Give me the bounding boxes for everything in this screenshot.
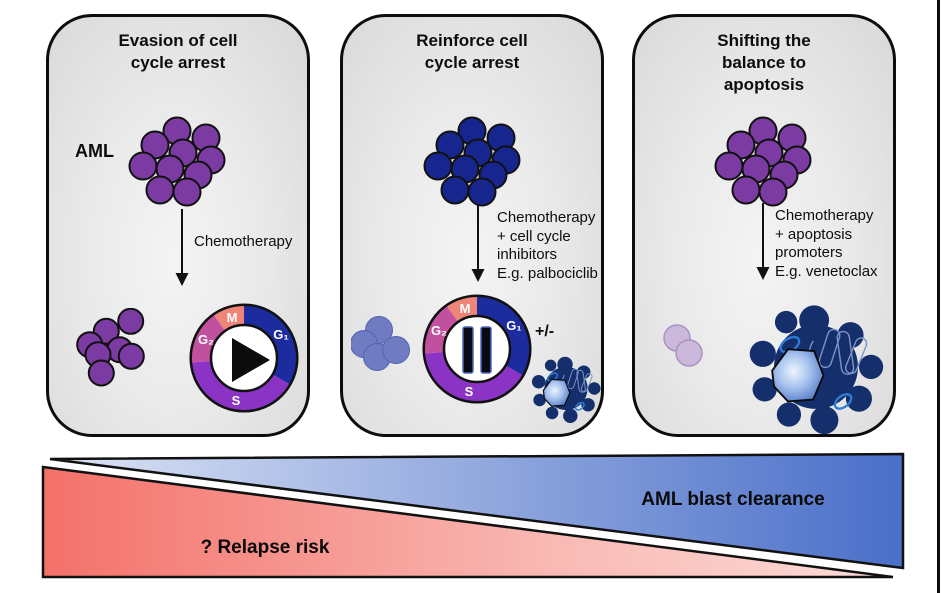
- panel-apoptosis: Shifting the balance to apoptosis Chemot…: [632, 14, 896, 437]
- aml-cell-cluster-navy: [423, 116, 521, 207]
- treatment-line: inhibitors: [497, 246, 558, 263]
- g2-label: G₂: [198, 332, 214, 347]
- down-arrow-icon: [175, 209, 189, 286]
- s-label: S: [232, 393, 241, 408]
- m-label: M: [227, 310, 238, 325]
- g1-label: G₁: [273, 327, 289, 342]
- treatment-line: Chemotherapy: [775, 207, 874, 224]
- pause-icon: [462, 326, 492, 374]
- down-arrow-icon: [756, 203, 770, 280]
- organelle: [575, 401, 585, 411]
- relapse-risk-wedge: [41, 465, 894, 579]
- treatment-line: + apoptosis: [775, 225, 853, 243]
- treatment-label: Chemotherapy + cell cycle inhibitors E.g…: [497, 209, 598, 283]
- title-line: apoptosis: [723, 75, 805, 94]
- panel-title: Reinforce cell cycle arrest: [343, 30, 601, 74]
- g1-label: G₁: [506, 318, 522, 333]
- title-line: cycle arrest: [130, 53, 226, 72]
- aml-cell-cluster-purple: [714, 116, 812, 207]
- treatment-label: Chemotherapy + apoptosis promoters E.g. …: [775, 207, 878, 281]
- panel-reinforce-arrest: Reinforce cell cycle arrest Chemotherapy…: [340, 14, 604, 437]
- nucleus-fragment: [771, 348, 825, 403]
- figure-right-border: [937, 0, 940, 593]
- aml-cell-cluster-purple: [128, 116, 226, 207]
- title-line: balance to: [721, 53, 807, 72]
- g2-segment: [191, 314, 226, 363]
- reduced-cell-cluster-purple: [76, 308, 145, 387]
- risk-clearance-bar: AML blast clearance ? Relapse risk: [41, 452, 905, 579]
- title-line: Evasion of cell: [118, 31, 238, 50]
- blast-clearance-wedge: [49, 452, 905, 570]
- s-segment: [424, 351, 523, 403]
- down-arrow-icon: [471, 205, 485, 282]
- relapse-label: ? Relapse risk: [201, 537, 330, 558]
- treatment-line: Chemotherapy: [497, 209, 596, 226]
- apoptotic-cell-small: [531, 356, 601, 424]
- panel-title: Evasion of cell cycle arrest: [49, 30, 307, 74]
- title-line: cycle arrest: [424, 53, 520, 72]
- panel-title: Shifting the balance to apoptosis: [635, 30, 893, 96]
- title-line: Shifting the: [717, 31, 811, 50]
- treatment-line: E.g. palbociclib: [497, 264, 598, 282]
- g2-segment: [424, 305, 459, 354]
- clearance-label: AML blast clearance: [641, 489, 824, 510]
- play-icon: [232, 338, 270, 382]
- organelle: [833, 393, 853, 410]
- treatment-line: + cell cycle: [497, 227, 571, 245]
- panel-evasion-of-arrest: Evasion of cell cycle arrest AML Chemoth…: [46, 14, 310, 437]
- nucleus-fragment: [542, 378, 571, 407]
- plus-minus-label: +/-: [535, 323, 555, 340]
- treatment-line: promoters: [775, 244, 843, 261]
- cell-cycle-wheel-proceed: M G₁ S G₂: [189, 303, 299, 413]
- m-segment: [213, 305, 244, 331]
- g2-label: G₂: [431, 323, 447, 338]
- s-label: S: [465, 384, 474, 399]
- chemotherapy-label: Chemotherapy: [194, 233, 293, 250]
- condensed-chromatin: [808, 328, 868, 375]
- g1-segment: [477, 296, 531, 376]
- m-segment: [446, 296, 477, 322]
- cell-cycle-wheel-paused: M G₁ S G₂: [422, 294, 532, 404]
- g1-segment: [244, 305, 298, 385]
- apoptotic-cell-large: [749, 305, 884, 435]
- aml-label: AML: [75, 141, 114, 161]
- title-line: Reinforce cell: [416, 31, 528, 50]
- treatment-line: E.g. venetoclax: [775, 262, 878, 280]
- m-label: M: [460, 301, 471, 316]
- s-segment: [191, 360, 290, 412]
- faded-cell-pair-lavender: [663, 324, 703, 367]
- faded-cell-cluster-blue: [351, 316, 410, 371]
